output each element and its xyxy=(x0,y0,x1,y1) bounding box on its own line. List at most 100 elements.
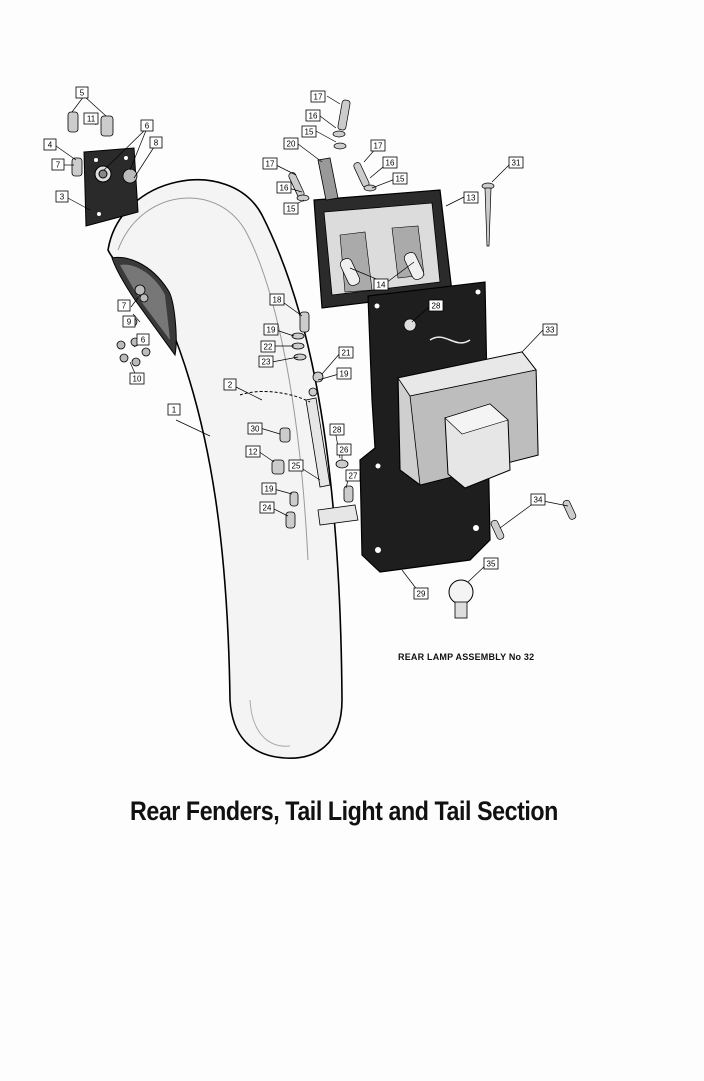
svg-text:19: 19 xyxy=(267,326,276,335)
callout-30: 30 xyxy=(247,422,263,435)
callout-13: 13 xyxy=(463,191,479,204)
callout-6b: 6 xyxy=(136,333,150,346)
svg-text:16: 16 xyxy=(309,112,318,121)
svg-text:4: 4 xyxy=(48,141,53,150)
svg-text:6: 6 xyxy=(145,122,150,131)
callout-19b: 19 xyxy=(336,367,352,380)
license-bracket-hardware xyxy=(239,311,359,529)
callout-7a: 7 xyxy=(51,158,65,171)
svg-text:19: 19 xyxy=(340,370,349,379)
callout-9: 9 xyxy=(122,315,136,328)
callout-16b: 16 xyxy=(382,156,398,169)
svg-text:13: 13 xyxy=(467,194,476,203)
svg-text:5: 5 xyxy=(80,89,85,98)
svg-text:17: 17 xyxy=(374,142,383,151)
callout-10: 10 xyxy=(129,372,145,385)
callout-11: 11 xyxy=(83,112,99,125)
callout-28a: 28 xyxy=(428,299,444,312)
assembly-caption: REAR LAMP ASSEMBLY No 32 xyxy=(398,652,535,662)
callout-22: 22 xyxy=(260,340,276,353)
svg-text:9: 9 xyxy=(127,318,132,327)
callout-7b: 7 xyxy=(117,299,131,312)
svg-text:23: 23 xyxy=(262,358,271,367)
svg-text:7: 7 xyxy=(56,161,61,170)
svg-text:33: 33 xyxy=(546,326,555,335)
callout-17c: 17 xyxy=(262,157,278,170)
callout-12: 12 xyxy=(245,445,261,458)
callout-3: 3 xyxy=(55,190,69,203)
svg-text:15: 15 xyxy=(305,128,314,137)
svg-text:24: 24 xyxy=(263,504,272,513)
callout-18: 18 xyxy=(269,293,285,306)
callout-33: 33 xyxy=(542,323,558,336)
svg-text:14: 14 xyxy=(377,281,386,290)
lens-screws xyxy=(490,499,577,540)
svg-text:19: 19 xyxy=(265,485,274,494)
svg-text:8: 8 xyxy=(154,139,159,148)
callout-19a: 19 xyxy=(263,323,279,336)
svg-text:28: 28 xyxy=(333,426,342,435)
svg-text:10: 10 xyxy=(133,375,142,384)
svg-text:29: 29 xyxy=(417,590,426,599)
svg-text:31: 31 xyxy=(512,159,521,168)
callout-19c: 19 xyxy=(261,482,277,495)
callout-15b: 15 xyxy=(392,172,408,185)
svg-text:2: 2 xyxy=(228,381,233,390)
svg-text:34: 34 xyxy=(534,496,543,505)
fender-mounting-bracket xyxy=(67,111,139,227)
svg-text:25: 25 xyxy=(292,462,301,471)
callout-24: 24 xyxy=(259,501,275,514)
svg-text:6: 6 xyxy=(141,336,146,345)
tail-light-bulb xyxy=(448,579,474,619)
callout-16a: 16 xyxy=(305,109,321,122)
svg-text:35: 35 xyxy=(487,560,496,569)
long-screw xyxy=(481,182,495,247)
tail-light-lens xyxy=(397,351,539,489)
svg-text:17: 17 xyxy=(266,160,275,169)
callout-1: 1 xyxy=(167,403,181,416)
svg-text:27: 27 xyxy=(349,472,358,481)
svg-text:11: 11 xyxy=(87,115,96,124)
svg-text:16: 16 xyxy=(386,159,395,168)
svg-text:21: 21 xyxy=(342,349,351,358)
svg-text:1: 1 xyxy=(172,406,177,415)
page-title: Rear Fenders, Tail Light and Tail Sectio… xyxy=(130,796,558,826)
svg-text:15: 15 xyxy=(287,205,296,214)
callout-6a: 6 xyxy=(140,119,154,132)
callout-28b: 28 xyxy=(329,423,345,436)
callout-17a: 17 xyxy=(310,90,326,103)
callout-26: 26 xyxy=(336,443,352,456)
callout-21: 21 xyxy=(338,346,354,359)
callout-23: 23 xyxy=(258,355,274,368)
tail-light-housing xyxy=(313,157,453,309)
svg-text:17: 17 xyxy=(314,93,323,102)
svg-text:3: 3 xyxy=(60,193,65,202)
callout-boxes: 1 2 3 4 5 6 6 7 7 8 9 10 11 12 13 14 15 … xyxy=(43,86,558,600)
svg-text:28: 28 xyxy=(432,302,441,311)
callout-15c: 15 xyxy=(283,202,299,215)
callout-17b: 17 xyxy=(370,139,386,152)
callout-27: 27 xyxy=(345,469,361,482)
callout-15a: 15 xyxy=(301,125,317,138)
callout-4: 4 xyxy=(43,138,57,151)
svg-text:18: 18 xyxy=(273,296,282,305)
svg-text:16: 16 xyxy=(280,184,289,193)
svg-text:26: 26 xyxy=(340,446,349,455)
callout-34: 34 xyxy=(530,493,546,506)
callout-29: 29 xyxy=(413,587,429,600)
callout-20: 20 xyxy=(283,137,299,150)
svg-text:12: 12 xyxy=(249,448,258,457)
housing-screws xyxy=(288,99,377,202)
svg-text:22: 22 xyxy=(264,343,273,352)
callout-25: 25 xyxy=(288,459,304,472)
callout-2: 2 xyxy=(223,378,237,391)
svg-text:20: 20 xyxy=(287,140,296,149)
callout-5: 5 xyxy=(75,86,89,99)
svg-text:15: 15 xyxy=(396,175,405,184)
callout-35: 35 xyxy=(483,557,499,570)
svg-text:7: 7 xyxy=(122,302,127,311)
callout-14: 14 xyxy=(373,278,389,291)
rear-fender xyxy=(107,179,343,759)
